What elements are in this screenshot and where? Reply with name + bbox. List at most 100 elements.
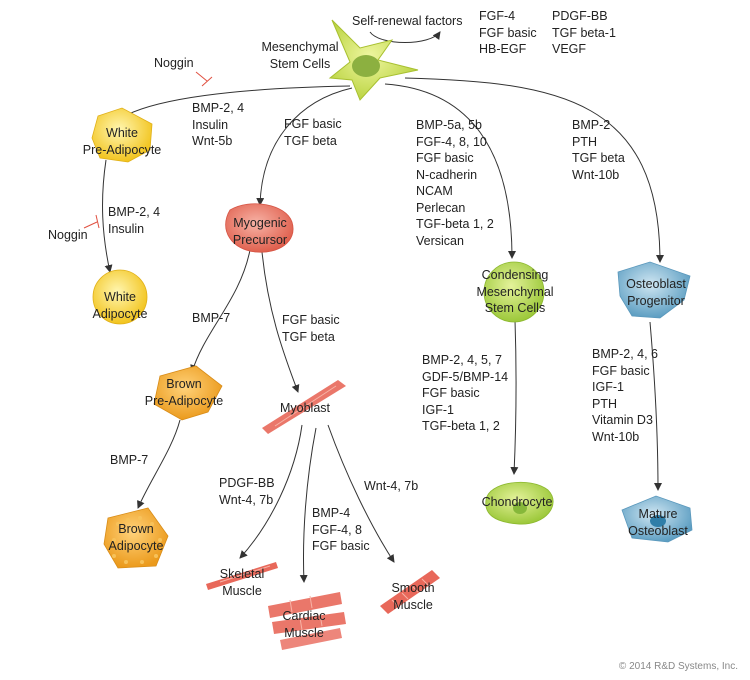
text-line: BMP-2 xyxy=(572,118,611,132)
condensing-msc-cell-icon xyxy=(483,261,545,323)
text-line: TGF beta xyxy=(282,329,335,344)
arrow-myogenic-to-myoblast xyxy=(261,251,300,393)
arrow-myoblast-to-smooth xyxy=(327,424,395,563)
self-renewal-factors-col2: PDGF-BB TGF beta-1 VEGF xyxy=(552,8,616,58)
text-line: Muscle xyxy=(284,625,324,640)
text-line: BMP-4 xyxy=(312,506,351,520)
brown-pre-adipocyte-cell-icon xyxy=(153,365,223,421)
text-line: Mesenchymal xyxy=(476,284,554,299)
text-line: Brown xyxy=(118,522,154,536)
cardiac-muscle-cell-icon xyxy=(268,592,346,650)
text-line: BMP-2, 4, 5, 7 xyxy=(422,353,502,367)
noggin-top-inhibit-mark xyxy=(195,71,208,82)
text-line: Pre-Adipocyte xyxy=(144,393,224,408)
text-line: Insulin xyxy=(192,117,229,132)
text-line: PTH xyxy=(592,396,617,411)
text-line: IGF-1 xyxy=(422,402,454,417)
text-line: BMP-2, 4, 6 xyxy=(592,347,658,361)
arrow-myoblast-to-cardiac xyxy=(299,427,317,583)
arrow-myoblast-to-skeletal xyxy=(239,424,303,559)
brown-adipocyte-cell-icon xyxy=(103,507,169,569)
text-line: NCAM xyxy=(416,184,453,198)
inhibitor-marks xyxy=(83,71,213,229)
copyright-notice: © 2014 R&D Systems, Inc. xyxy=(618,661,738,672)
text-line: FGF basic xyxy=(284,117,342,131)
text-line: Skeletal xyxy=(219,567,265,581)
text-line: Osteoblast xyxy=(628,523,688,538)
text-line: Mesenchymal xyxy=(261,40,339,54)
text-line: BMP-2, 4 xyxy=(108,205,161,219)
text-line: Smooth xyxy=(391,581,435,595)
arrow-msc-to-myogenic xyxy=(256,87,353,206)
text-line: Pre-Adipocyte xyxy=(82,142,162,157)
chondrocyte-cell-icon xyxy=(485,481,554,525)
text-line: Myogenic xyxy=(233,216,287,230)
arrow-white-pre-to-white-adipo xyxy=(102,159,113,273)
text-line: Adipocyte xyxy=(108,538,164,553)
text-line: Muscle xyxy=(393,597,433,612)
text-line: Mature xyxy=(638,507,678,521)
text-line: Cardiac xyxy=(282,609,326,623)
white-pre-adipocyte-cell-icon xyxy=(91,107,153,163)
msc-cell-icon xyxy=(328,19,419,101)
factors-to-brown-adipocyte: BMP-7 xyxy=(110,452,148,469)
text-line: Brown xyxy=(166,377,202,391)
arrow-msc-to-condensing xyxy=(384,83,516,259)
text-line: TGF beta xyxy=(572,151,625,165)
text-line: Condensing xyxy=(481,268,549,282)
text-line: FGF-4, 8, 10 xyxy=(416,134,487,149)
text-line: Muscle xyxy=(222,583,262,598)
text-line: Versican xyxy=(416,233,464,248)
noggin-left-inhibit-bar xyxy=(95,214,100,229)
mature-osteoblast-cell-icon xyxy=(621,495,693,543)
noggin-left-label: Noggin xyxy=(48,228,88,242)
text-line: FGF basic xyxy=(592,363,650,378)
text-line: Wnt-5b xyxy=(192,134,233,148)
noggin-top-inhibit-bar xyxy=(201,76,213,87)
myoblast-cell-icon xyxy=(262,380,346,434)
white-adipocyte-cell-icon xyxy=(92,269,148,325)
myogenic-precursor-cell-icon xyxy=(225,203,294,253)
factor-item: FGF basic xyxy=(479,25,537,40)
text-line: BMP-5a, 5b xyxy=(416,118,483,132)
text-line: White xyxy=(106,126,138,140)
text-line: Perlecan xyxy=(416,200,466,215)
factor-item: HB-EGF xyxy=(479,42,527,56)
lineage-arrows xyxy=(102,77,664,583)
text-line: BMP-7 xyxy=(110,453,149,467)
text-line: FGF basic xyxy=(282,313,340,327)
label-chondrocyte: Chondrocyte xyxy=(482,494,553,511)
arrow-msc-to-osteo-prog xyxy=(404,77,664,263)
text-line: FGF basic xyxy=(416,151,474,165)
text-line: GDF-5/BMP-14 xyxy=(422,369,509,384)
text-line: TGF-beta 1, 2 xyxy=(416,217,494,231)
text-line: BMP-2, 4 xyxy=(192,101,245,115)
text-line: IGF-1 xyxy=(592,380,624,394)
text-line: Wnt-10b xyxy=(572,167,620,182)
smooth-muscle-cell-icon xyxy=(380,570,440,614)
noggin-left-inhibit-mark xyxy=(83,221,98,229)
skeletal-muscle-cell-icon xyxy=(206,562,278,590)
text-line: TGF-beta 1, 2 xyxy=(422,419,500,433)
text-line: Wnt-4, 7b xyxy=(219,492,274,507)
arrow-msc-to-white-pre xyxy=(117,85,351,121)
factor-item: TGF beta-1 xyxy=(552,25,616,40)
text-line: Vitamin D3 xyxy=(592,413,653,427)
self-renewal-loop xyxy=(369,31,441,43)
text-line: Insulin xyxy=(108,221,145,236)
text-line: Stem Cells xyxy=(484,301,546,315)
text-line: BMP-7 xyxy=(192,311,231,325)
noggin-top-label: Noggin xyxy=(154,56,194,70)
